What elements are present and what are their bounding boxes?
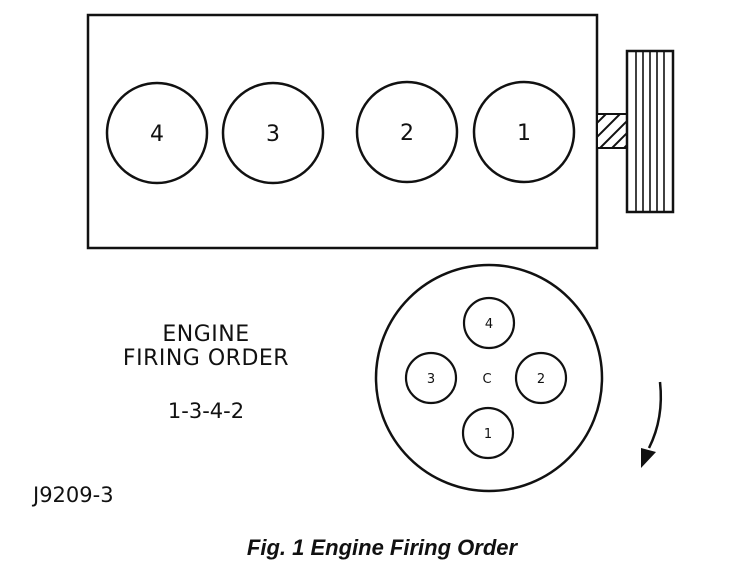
cylinder-3: 3 bbox=[221, 81, 325, 185]
cylinder-4-label: 4 bbox=[150, 122, 164, 147]
cylinder-2: 2 bbox=[355, 80, 459, 184]
firing-order-title-line2: FIRING ORDER bbox=[123, 346, 289, 371]
figure-caption: Fig. 1 Engine Firing Order bbox=[247, 535, 519, 560]
firing-order-sequence: 1-3-4-2 bbox=[168, 399, 244, 423]
cylinder-2-circle bbox=[355, 80, 459, 184]
terminal-3: 3 bbox=[404, 351, 458, 405]
cylinder-4-circle bbox=[105, 81, 209, 185]
terminal-4-circle bbox=[462, 296, 516, 350]
cylinder-1: 1 bbox=[472, 80, 576, 184]
terminal-4-label: 4 bbox=[485, 317, 493, 332]
distributor-center-label: C bbox=[482, 372, 491, 387]
cylinder-4: 4 bbox=[105, 81, 209, 185]
cylinder-3-label: 3 bbox=[266, 122, 280, 147]
pulley-grooves bbox=[635, 51, 665, 212]
terminal-1-circle bbox=[461, 406, 515, 460]
distributor-cap: 4 3 2 1 C bbox=[374, 263, 604, 493]
engine-block: 4 3 2 1 bbox=[86, 13, 599, 250]
crankshaft-pulley bbox=[596, 49, 675, 214]
cylinder-2-label: 2 bbox=[400, 121, 414, 146]
terminal-2-circle bbox=[514, 351, 568, 405]
terminal-2-label: 2 bbox=[537, 372, 545, 387]
terminal-4: 4 bbox=[462, 296, 516, 350]
terminal-1-label: 1 bbox=[484, 427, 492, 442]
firing-order-block: ENGINE FIRING ORDER 1-3-4-2 bbox=[123, 322, 289, 423]
terminal-3-label: 3 bbox=[427, 372, 435, 387]
figure-code: J9209-3 bbox=[31, 483, 114, 507]
firing-order-title-line1: ENGINE bbox=[162, 322, 249, 347]
terminal-1: 1 bbox=[461, 406, 515, 460]
distributor-cap-outline bbox=[374, 263, 604, 493]
rotation-arrow-icon bbox=[641, 381, 663, 468]
cylinder-3-circle bbox=[221, 81, 325, 185]
cylinder-1-circle bbox=[472, 80, 576, 184]
terminal-2: 2 bbox=[514, 351, 568, 405]
terminal-3-circle bbox=[404, 351, 458, 405]
cylinder-1-label: 1 bbox=[517, 121, 531, 146]
